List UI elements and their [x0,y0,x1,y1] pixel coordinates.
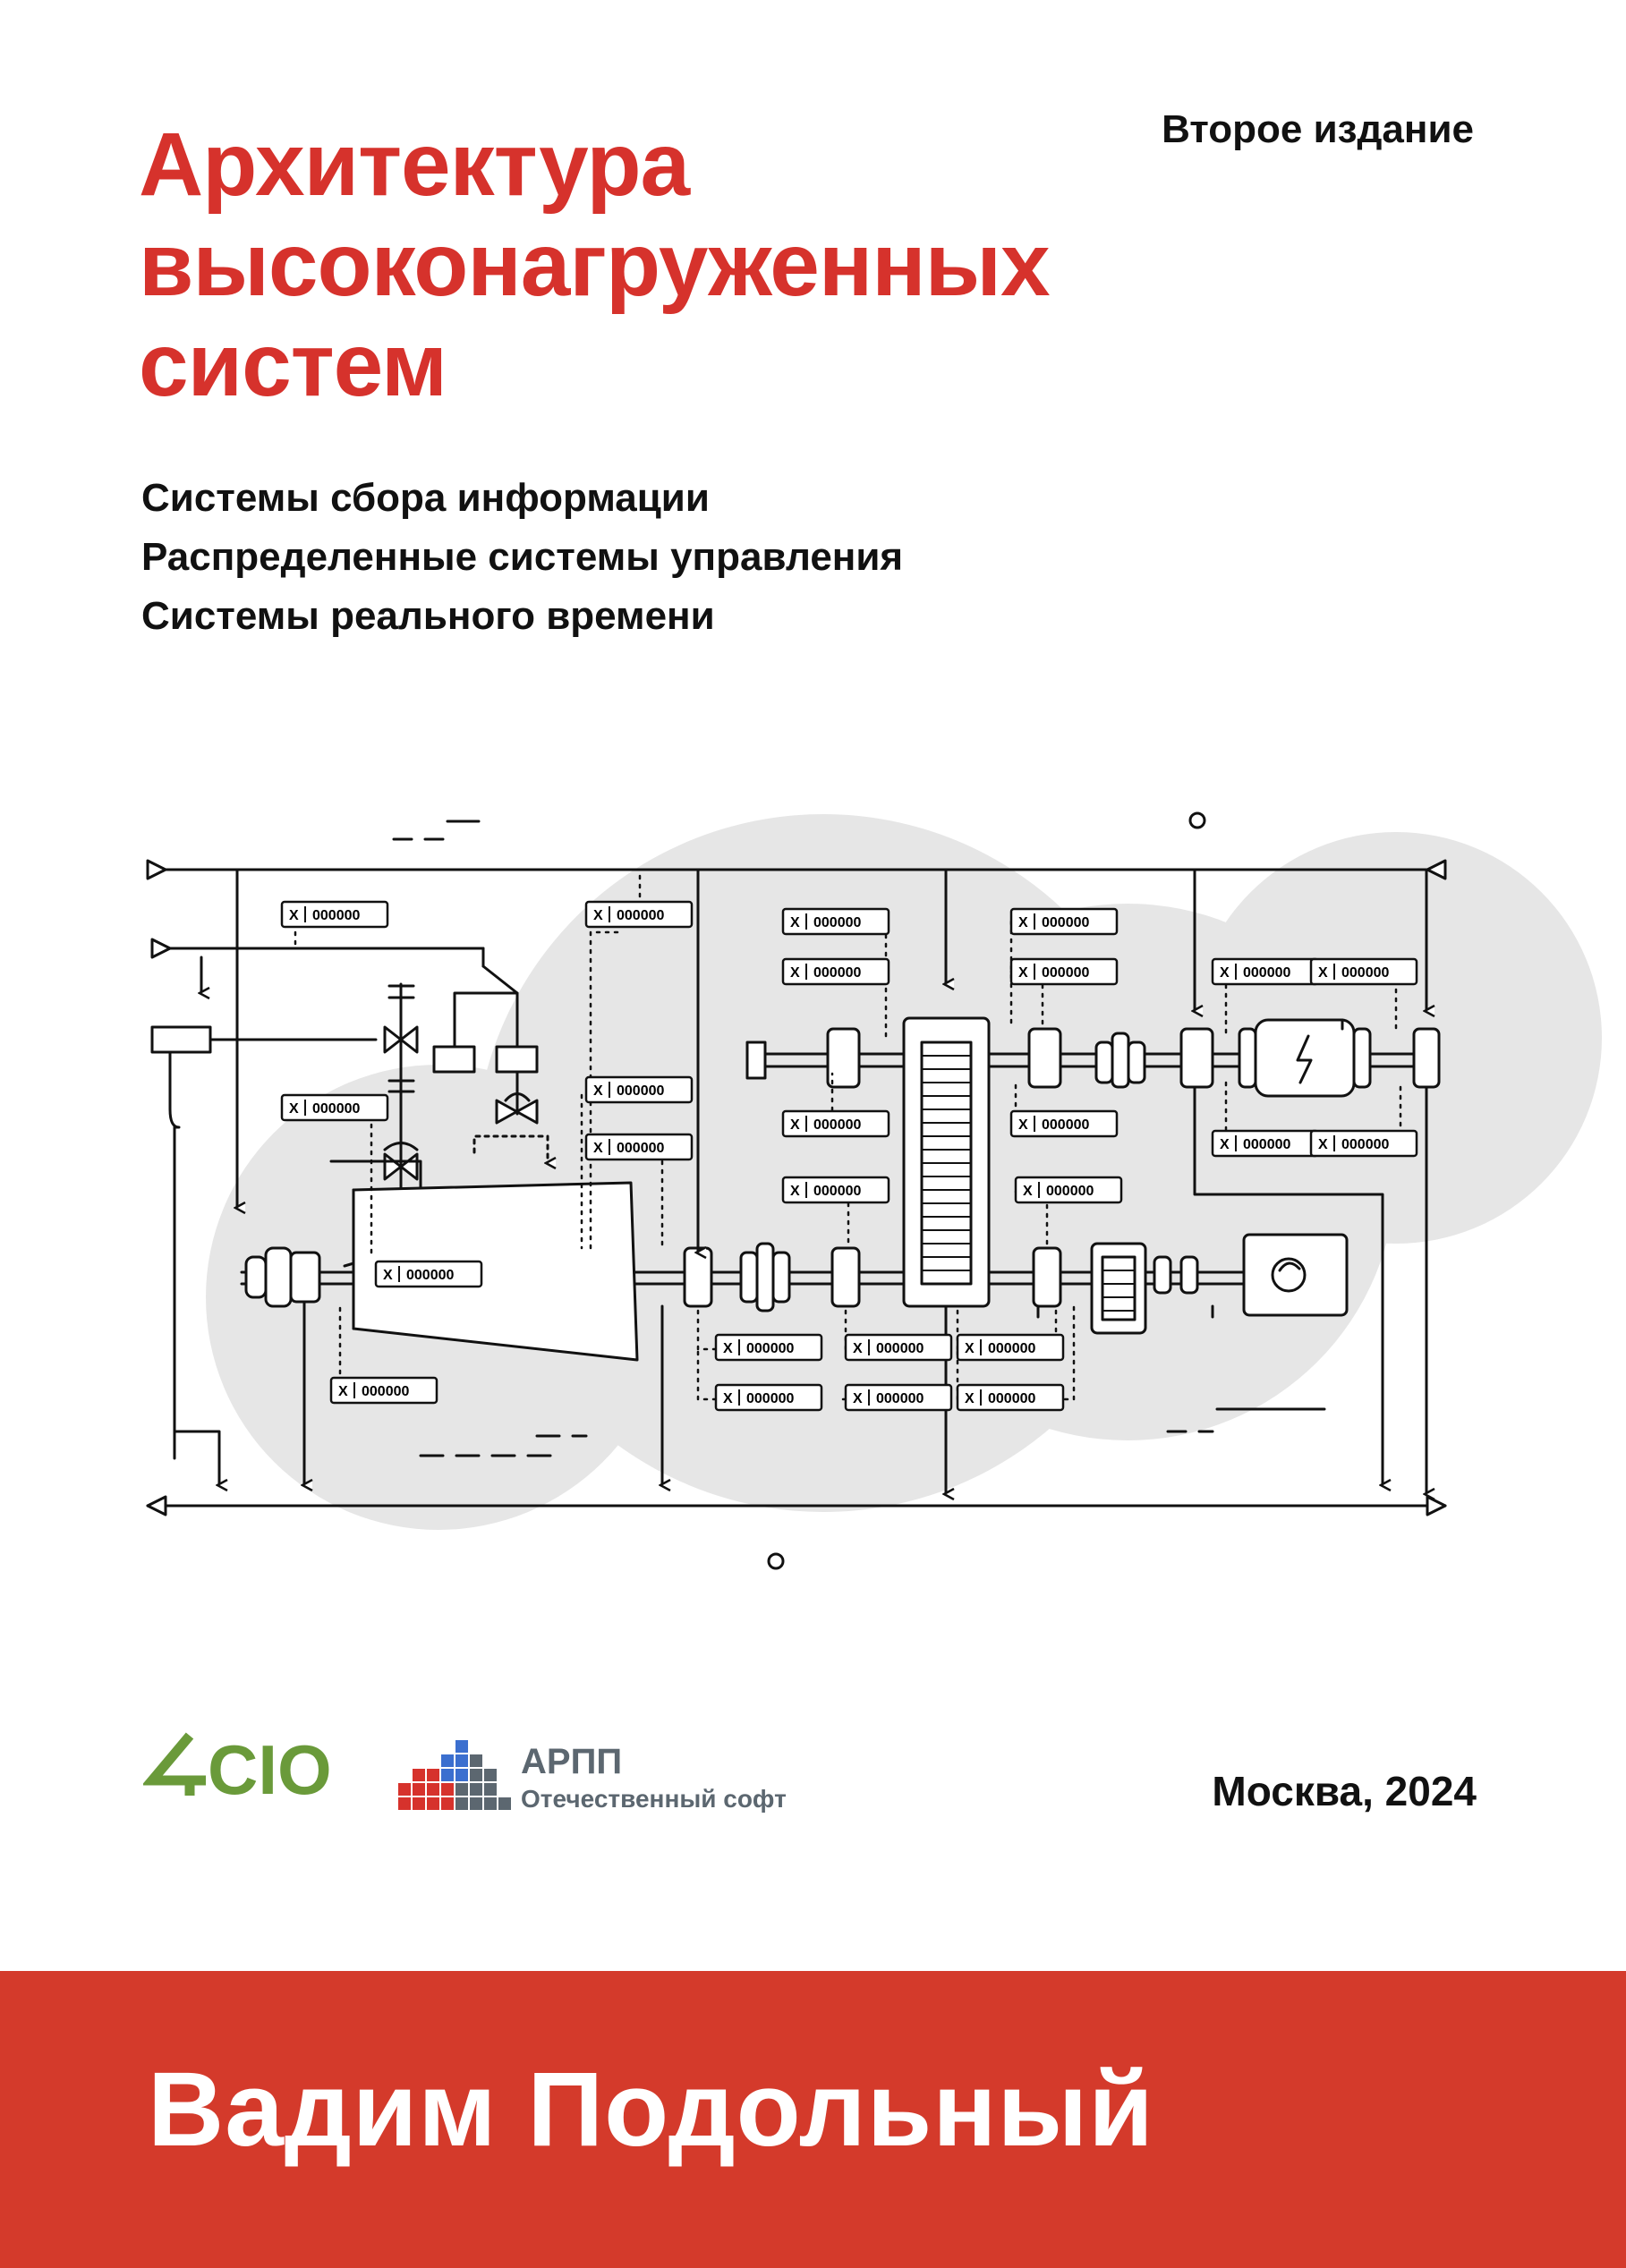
tag-prefix: X [1018,915,1028,930]
tag-value: 000000 [988,1391,1035,1406]
instrument-tag: X 000000 [1211,1129,1320,1158]
tag-prefix: X [593,908,603,923]
instrument-tag: X 000000 [1009,1109,1119,1138]
instrument-tag: X 000000 [956,1333,1065,1362]
tag-prefix: X [853,1341,863,1356]
tag-prefix: X [1318,1137,1328,1152]
logo-arpp-mark [398,1740,511,1810]
instrument-tag: X 000000 [374,1260,483,1288]
tag-prefix: X [1318,965,1328,981]
tag-prefix: X [790,1184,800,1199]
instrument-tag: X 000000 [844,1383,953,1412]
tag-prefix: X [1018,1117,1028,1133]
instrument-tag: X 000000 [584,900,694,929]
author-name: Вадим Подольный [148,2051,1154,2169]
instrument-tag: X 000000 [781,957,890,986]
instrument-tag: X 000000 [584,1075,694,1104]
tag-prefix: X [965,1391,975,1406]
tag-value: 000000 [1042,965,1089,981]
tag-prefix: X [338,1384,348,1399]
tag-value: 000000 [876,1391,924,1406]
instrument-tag: X 000000 [781,907,890,936]
tag-prefix: X [383,1268,393,1283]
subtitle-line-2: Распределенные системы управления [141,535,904,579]
instrument-tag: X 000000 [714,1383,823,1412]
place-year: Москва, 2024 [1212,1768,1477,1814]
tag-value: 000000 [1243,1137,1290,1152]
instrument-tag: X 000000 [584,1133,694,1161]
tag-prefix: X [289,1101,299,1117]
tag-value: 000000 [746,1391,794,1406]
tag-value: 000000 [312,1101,360,1117]
tag-value: 000000 [813,915,861,930]
instrument-tag: X 000000 [1014,1176,1123,1204]
tag-value: 000000 [1243,965,1290,981]
instrument-tag: X 000000 [781,1109,890,1138]
tag-value: 000000 [746,1341,794,1356]
instrument-tag: X 000000 [1309,957,1418,986]
tag-value: 000000 [1341,1137,1389,1152]
instrument-tag: X 000000 [956,1383,1065,1412]
instrument-tag: X 000000 [280,1093,389,1122]
tag-value: 000000 [617,908,664,923]
tag-prefix: X [593,1083,603,1099]
logo-4cio: CIO [143,1731,332,1803]
subtitle-line-1: Системы сбора информации [141,476,710,520]
tag-value: 000000 [1046,1184,1094,1199]
tag-value: 000000 [406,1268,454,1283]
tag-prefix: X [1018,965,1028,981]
tag-prefix: X [289,908,299,923]
valve-icon [383,1025,419,1054]
tag-value: 000000 [813,1184,861,1199]
title-line-2: высоконагруженных [139,215,1051,315]
tag-value: 000000 [813,965,861,981]
tag-prefix: X [790,915,800,930]
tag-value: 000000 [362,1384,409,1399]
title-line-3: систем [139,315,447,415]
instrument-tag: X 000000 [329,1376,438,1405]
tag-prefix: X [593,1141,603,1156]
tag-prefix: X [965,1341,975,1356]
tag-value: 000000 [617,1083,664,1099]
motor-icon [1254,1018,1356,1098]
tag-prefix: X [853,1391,863,1406]
instrument-tag: X 000000 [714,1333,823,1362]
tag-value: 000000 [876,1341,924,1356]
tag-value: 000000 [1042,915,1089,930]
author-band [0,1971,1626,2268]
tag-value: 000000 [312,908,360,923]
tag-value: 000000 [1341,965,1389,981]
book-title: Архитектура высоконагруженных систем [139,115,1051,415]
tag-value: 000000 [813,1117,861,1133]
tag-prefix: X [790,965,800,981]
process-schematic: X000000X000000X000000X000000X000000X0000… [146,811,1602,1570]
edition-label: Второе издание [1162,107,1474,151]
logo-arpp-text: АРПП Отечественный софт [521,1740,787,1815]
instrument-tag: X 000000 [1009,957,1119,986]
arpp-name: АРПП [521,1742,623,1781]
tag-prefix: X [1023,1184,1033,1199]
instrument-tag: X 000000 [1009,907,1119,936]
tag-value: 000000 [1042,1117,1089,1133]
arpp-tagline: Отечественный софт [521,1785,787,1813]
subtitle-line-3: Системы реального времени [141,594,715,638]
subtitle-list: Системы сбора информации Распределенные … [141,469,903,646]
power-icon [1296,1034,1313,1084]
tag-prefix: X [1220,1137,1230,1152]
instrument-tag: X 000000 [781,1176,890,1204]
tag-value: 000000 [988,1341,1035,1356]
tag-prefix: X [723,1391,733,1406]
instrument-tag: X 000000 [1309,1129,1418,1158]
tag-prefix: X [1220,965,1230,981]
tag-prefix: X [790,1117,800,1133]
instrument-tag: X 000000 [280,900,389,929]
logo-4cio-text: CIO [208,1731,332,1803]
instrument-tag: X 000000 [844,1333,953,1362]
valve-icon [495,1099,539,1125]
tag-value: 000000 [617,1141,664,1156]
title-line-1: Архитектура [139,115,690,215]
tag-prefix: X [723,1341,733,1356]
instrument-tag: X 000000 [1211,957,1320,986]
